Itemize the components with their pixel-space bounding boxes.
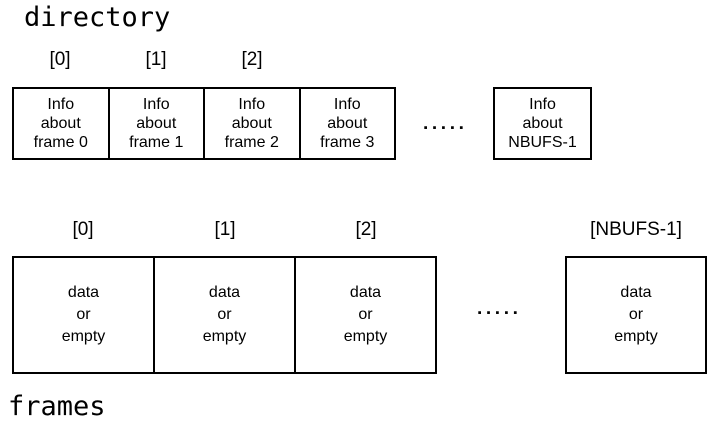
directory-title: directory bbox=[24, 2, 171, 33]
frames-index-1: [1] bbox=[214, 219, 236, 240]
directory-index-2: [2] bbox=[241, 49, 263, 70]
cell-line: Info bbox=[142, 96, 170, 113]
cell-line: empty bbox=[202, 328, 247, 345]
directory-index-1: [1] bbox=[145, 49, 167, 70]
frames-tail-cell: data or empty bbox=[565, 256, 707, 374]
cell-line: Info bbox=[238, 96, 266, 113]
cell-line: data bbox=[349, 284, 382, 301]
cell-line: frame 0 bbox=[33, 134, 88, 151]
cell-line: or bbox=[217, 306, 232, 323]
ellipsis-icon: ▪▪▪▪▪ bbox=[423, 122, 469, 134]
frames-index-0: [0] bbox=[72, 219, 94, 240]
frames-index-2: [2] bbox=[355, 219, 377, 240]
directory-cell-3: Info about frame 3 bbox=[298, 89, 395, 158]
cell-line: about bbox=[522, 115, 563, 132]
cell-line: about bbox=[136, 115, 177, 132]
frames-cell-2: data or empty bbox=[294, 258, 435, 372]
cell-line: Info bbox=[529, 96, 556, 113]
directory-cell-0: Info about frame 0 bbox=[14, 89, 108, 158]
cell-line: frame 3 bbox=[320, 134, 375, 151]
cell-line: about bbox=[40, 115, 81, 132]
ellipsis-icon: ▪▪▪▪▪ bbox=[477, 307, 523, 319]
cell-line: about bbox=[231, 115, 272, 132]
cell-line: empty bbox=[614, 328, 658, 345]
directory-cell-1: Info about frame 1 bbox=[107, 89, 204, 158]
cell-line: Info bbox=[47, 96, 75, 113]
frames-array: data or empty data or empty data or empt… bbox=[12, 256, 437, 374]
frames-title: frames bbox=[8, 391, 106, 422]
directory-array: Info about frame 0 Info about frame 1 In… bbox=[12, 87, 396, 160]
cell-line: Info bbox=[333, 96, 361, 113]
cell-line: NBUFS-1 bbox=[508, 134, 577, 151]
directory-tail-cell: Info about NBUFS-1 bbox=[493, 87, 592, 160]
frames-cell-1: data or empty bbox=[153, 258, 294, 372]
cell-line: or bbox=[76, 306, 91, 323]
frames-cell-0: data or empty bbox=[14, 258, 153, 372]
directory-cell-2: Info about frame 2 bbox=[203, 89, 299, 158]
cell-line: frame 1 bbox=[129, 134, 184, 151]
cell-line: data bbox=[67, 284, 100, 301]
cell-line: empty bbox=[61, 328, 106, 345]
cell-line: empty bbox=[343, 328, 388, 345]
cell-line: about bbox=[327, 115, 368, 132]
cell-line: frame 2 bbox=[224, 134, 279, 151]
cell-line: data bbox=[620, 284, 652, 301]
directory-index-0: [0] bbox=[49, 49, 71, 70]
cell-line: data bbox=[208, 284, 241, 301]
cell-line: or bbox=[628, 306, 644, 323]
frames-index-tail: [NBUFS-1] bbox=[590, 219, 682, 240]
cell-line: or bbox=[358, 306, 373, 323]
